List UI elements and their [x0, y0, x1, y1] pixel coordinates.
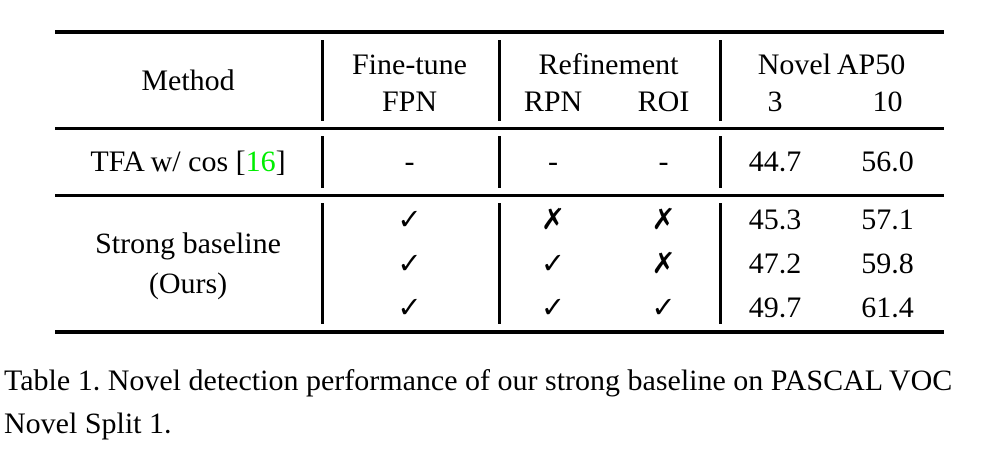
cell-fpn-ours-3: ✓ — [397, 290, 422, 325]
cell-ap3-tfa: 44.7 — [748, 145, 802, 179]
column-divider-1 — [321, 203, 324, 324]
table-header-band: Method Fine-tune Refinement Novel AP50 F… — [55, 34, 944, 127]
cell-rpn-ours-3: ✓ — [540, 290, 566, 325]
column-divider-2 — [498, 136, 501, 188]
table-caption: Table 1. Novel detection performance of … — [4, 360, 964, 445]
table-row: ✓ ✗ ✗ 45.3 57.1 — [55, 197, 944, 241]
cell-roi-ours-3: ✓ — [651, 290, 676, 325]
column-divider-1 — [321, 136, 324, 188]
cell-fpn-ours-1: ✓ — [397, 201, 422, 236]
column-divider-3 — [719, 203, 722, 324]
header-method: Method — [141, 63, 235, 97]
cell-method-tfa: TFA w/ cos [16] — [55, 143, 321, 180]
header-sub-rpn: RPN — [523, 84, 583, 118]
method-name-line2: (Ours) — [148, 266, 228, 300]
column-divider-3 — [719, 136, 722, 188]
cell-roi-tfa: - — [658, 145, 669, 179]
cell-fpn-ours-2: ✓ — [397, 245, 422, 280]
column-divider-2 — [498, 40, 501, 121]
column-divider-1 — [321, 40, 324, 121]
table-bottom-rule — [55, 330, 944, 334]
citation-link-16[interactable]: 16 — [245, 145, 276, 179]
header-group-novel-ap50: Novel AP50 — [757, 48, 906, 81]
header-separator-rule — [55, 127, 944, 130]
cell-rpn-ours-1: ✗ — [540, 201, 566, 236]
header-sub-roi: ROI — [637, 84, 690, 118]
table-row: ✓ ✓ ✗ 47.2 59.8 — [55, 241, 944, 285]
cell-method-ours: Strong baseline (Ours) — [55, 197, 321, 330]
cell-ap10-ours-3: 61.4 — [861, 291, 914, 325]
header-sub-ap3: 3 — [767, 84, 783, 118]
column-divider-2 — [498, 203, 501, 324]
table-row: ✓ ✓ ✓ 49.7 61.4 — [55, 286, 944, 330]
mid-separator-rule — [55, 194, 944, 197]
cell-rpn-ours-2: ✓ — [540, 245, 566, 280]
table-figure: Method Fine-tune Refinement Novel AP50 F… — [55, 30, 944, 334]
cell-ap10-ours-1: 57.1 — [861, 202, 914, 236]
table-row-tfa-band: TFA w/ cos [16] - - - 44.7 56.0 — [55, 130, 944, 194]
cell-ap3-ours-1: 45.3 — [748, 202, 802, 236]
header-group-refinement: Refinement — [538, 48, 679, 81]
cell-ap10-tfa: 56.0 — [861, 145, 914, 179]
table-row: TFA w/ cos [16] - - - 44.7 56.0 — [55, 130, 944, 194]
table-rows-ours-band: Strong baseline (Ours) ✓ ✗ ✗ 45.3 57.1 ✓… — [55, 197, 944, 330]
table-top-rule — [55, 30, 944, 34]
method-name-text: TFA w/ cos — [90, 145, 229, 179]
caption-label: Table 1. — [4, 364, 101, 397]
cell-ap3-ours-2: 47.2 — [748, 246, 802, 280]
header-group-finetune: Fine-tune — [352, 48, 467, 81]
caption-body: Novel detection performance of our stron… — [4, 364, 953, 440]
citation-bracket-open: [ — [235, 145, 246, 179]
cell-roi-ours-2: ✗ — [651, 245, 676, 280]
cell-fpn-tfa: - — [404, 145, 415, 179]
header-sub-fpn: FPN — [381, 84, 438, 118]
method-name-line1: Strong baseline — [95, 226, 281, 260]
cell-rpn-tfa: - — [548, 145, 558, 179]
citation-bracket-close: ] — [275, 145, 286, 179]
header-sub-ap10: 10 — [872, 84, 903, 118]
column-divider-3 — [719, 40, 722, 121]
cell-ap3-ours-3: 49.7 — [748, 291, 802, 325]
cell-ap10-ours-2: 59.8 — [861, 246, 914, 280]
cell-roi-ours-1: ✗ — [651, 201, 676, 236]
